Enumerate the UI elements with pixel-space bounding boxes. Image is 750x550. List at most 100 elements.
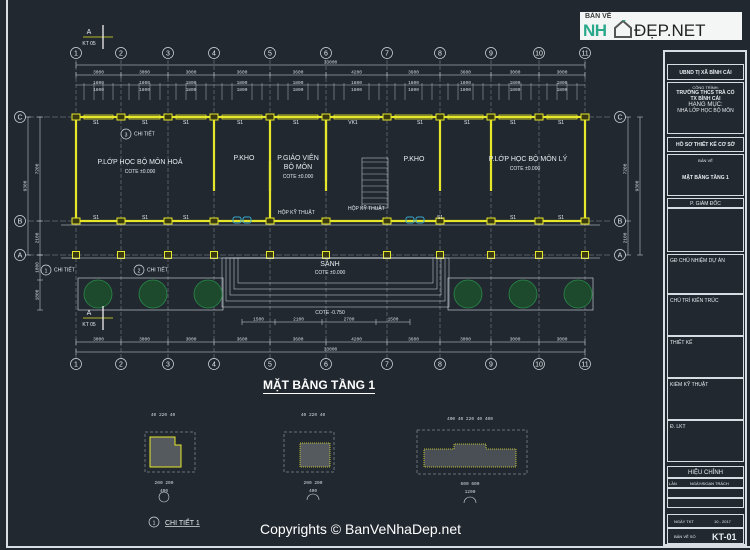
window bbox=[498, 114, 532, 120]
chief-engineer-label: GĐ CHỦ NHIỆM DỰ ÁN bbox=[670, 258, 725, 264]
lobby-level: COTE ±0.000 bbox=[315, 270, 346, 276]
project-cell: CÔNG TRÌNH: TRƯỜNG THCS TRÀ CỔ TX BÌNH C… bbox=[667, 82, 744, 134]
axis-label: B bbox=[618, 219, 623, 226]
opening-dim-label: 1800 bbox=[408, 80, 419, 86]
axis-bubble-top bbox=[533, 47, 545, 59]
window-tag: S1 bbox=[93, 215, 99, 221]
detail-dim: 400 bbox=[309, 488, 317, 494]
detail-dim: 40 220 40 bbox=[301, 412, 326, 418]
axis-label: 9 bbox=[489, 362, 493, 369]
opening-dim-label: 1800 bbox=[293, 87, 304, 93]
section-symbol bbox=[158, 491, 170, 503]
drawing-frame bbox=[6, 0, 750, 548]
bay-dim-top-label: 3600 bbox=[460, 70, 471, 76]
bay-dim-top-label: 3000 bbox=[557, 70, 568, 76]
detail-dim: 600 600 bbox=[461, 481, 480, 487]
left-out-dim-label: 1800 bbox=[35, 262, 41, 273]
opening-dim-label: 1800 bbox=[460, 87, 471, 93]
detail-dim: 200 200 bbox=[155, 480, 174, 486]
opening-dim-label: 1800 bbox=[351, 80, 362, 86]
column bbox=[71, 217, 81, 225]
date-cell: NGÀY TKT 10 - 2017 bbox=[667, 514, 744, 528]
drawing-title: MẶT BẰNG TẦNG 1 bbox=[263, 378, 375, 394]
axis-bubble-top bbox=[381, 47, 393, 59]
column bbox=[535, 251, 543, 259]
designer-cell: THIẾT KẾ bbox=[667, 336, 744, 378]
lobby-dim-label: 2700 bbox=[344, 317, 355, 323]
opening-dim-label: 1800 bbox=[139, 87, 150, 93]
director-cell: P. GIÁM ĐỐC bbox=[667, 198, 744, 208]
window-tag: S1 bbox=[510, 215, 516, 221]
column bbox=[382, 113, 392, 121]
axis-label: 1 bbox=[74, 362, 78, 369]
axis-label: 6 bbox=[324, 362, 328, 369]
window-tag: S1 bbox=[93, 120, 99, 126]
watermark-brand-left: NH bbox=[583, 21, 607, 40]
opening-dim-label: 1800 bbox=[186, 80, 197, 86]
axis-label: C bbox=[617, 115, 622, 122]
detail-callout-label: CHI TIẾT bbox=[147, 267, 168, 274]
owner-name: UBND TỊ XÃ BÌNH CÁI bbox=[679, 70, 732, 76]
tech-box-label: HỘP KỸ THUẬT bbox=[278, 209, 315, 216]
column bbox=[164, 251, 172, 259]
detail-caption-bubble bbox=[148, 516, 160, 528]
window-tag: S1 bbox=[437, 215, 443, 221]
window bbox=[128, 114, 161, 120]
axis-bubble-top bbox=[485, 47, 497, 59]
column bbox=[266, 251, 274, 259]
detail-1-column bbox=[149, 436, 182, 468]
axis-bubble-bottom bbox=[434, 358, 446, 370]
detail-1-frame bbox=[144, 431, 196, 473]
sheet-name-cell: BẢN VẼ MẶT BẰNG TẦNG 1 bbox=[667, 154, 744, 196]
category-label: HẠNG MỤC: bbox=[688, 102, 723, 108]
phase-cell: HỒ SƠ THIẾT KẾ CƠ SỞ bbox=[667, 137, 744, 152]
lobby-step bbox=[221, 257, 450, 308]
bay-dim-bottom-label: 3000 bbox=[510, 337, 521, 343]
axis-label: 3 bbox=[166, 362, 170, 369]
opening-dim-label: 1800 bbox=[510, 87, 521, 93]
axis-label: A bbox=[618, 253, 623, 260]
sink-icon bbox=[242, 216, 252, 224]
room-name: P.LỚP HỌC BỘ MÔN HOÁ bbox=[97, 157, 182, 166]
axis-bubble-top bbox=[115, 47, 127, 59]
axis-bubble-side bbox=[614, 215, 626, 227]
lobby-name: SẢNH bbox=[320, 259, 339, 268]
lobby-outer-level: COTE -0.750 bbox=[315, 310, 345, 316]
designer-label: THIẾT KẾ bbox=[670, 340, 693, 346]
copyright-notice: Copyrights © BanVeNhaDep.net bbox=[260, 521, 461, 537]
axis-bubble-top bbox=[434, 47, 446, 59]
section-letter: A bbox=[87, 29, 92, 36]
detail-dim: 40 220 40 bbox=[151, 412, 176, 418]
bay-dim-bottom-label: 3000 bbox=[557, 337, 568, 343]
bay-dim-top-label: 3000 bbox=[510, 70, 521, 76]
column bbox=[534, 217, 544, 225]
axis-bubble-top bbox=[579, 47, 591, 59]
axis-bubble-top bbox=[264, 47, 276, 59]
column bbox=[534, 113, 544, 121]
axis-bubble-bottom bbox=[115, 358, 127, 370]
column bbox=[487, 251, 495, 259]
window bbox=[394, 114, 433, 120]
sheet-no-cell: BẢN VẼ SỐ KT-01 bbox=[667, 528, 744, 544]
opening-dim-label: 1800 bbox=[557, 80, 568, 86]
axis-label: 2 bbox=[119, 362, 123, 369]
column bbox=[117, 251, 125, 259]
column bbox=[436, 251, 444, 259]
axis-label: 7 bbox=[385, 51, 389, 58]
column bbox=[265, 217, 275, 225]
lobby-dim-label: 1500 bbox=[253, 317, 264, 323]
axis-bubble-side bbox=[14, 111, 26, 123]
bay-dim-bottom-label: 3000 bbox=[460, 337, 471, 343]
opening-dim-label: 1800 bbox=[460, 80, 471, 86]
sink-icon bbox=[415, 216, 425, 224]
opening-dim-label: 1800 bbox=[186, 87, 197, 93]
window-tag: VK1 bbox=[348, 120, 358, 126]
bay-dim-top-label: 3000 bbox=[139, 70, 150, 76]
revision-col-time: LẦN bbox=[669, 481, 677, 486]
checker-cell: KIỂM KỸ THUẬT bbox=[667, 378, 744, 420]
column bbox=[580, 217, 590, 225]
left-out-dim-label: 1800 bbox=[35, 289, 41, 300]
bay-dim-bottom-label: 3600 bbox=[237, 337, 248, 343]
sink-icon bbox=[232, 216, 242, 224]
